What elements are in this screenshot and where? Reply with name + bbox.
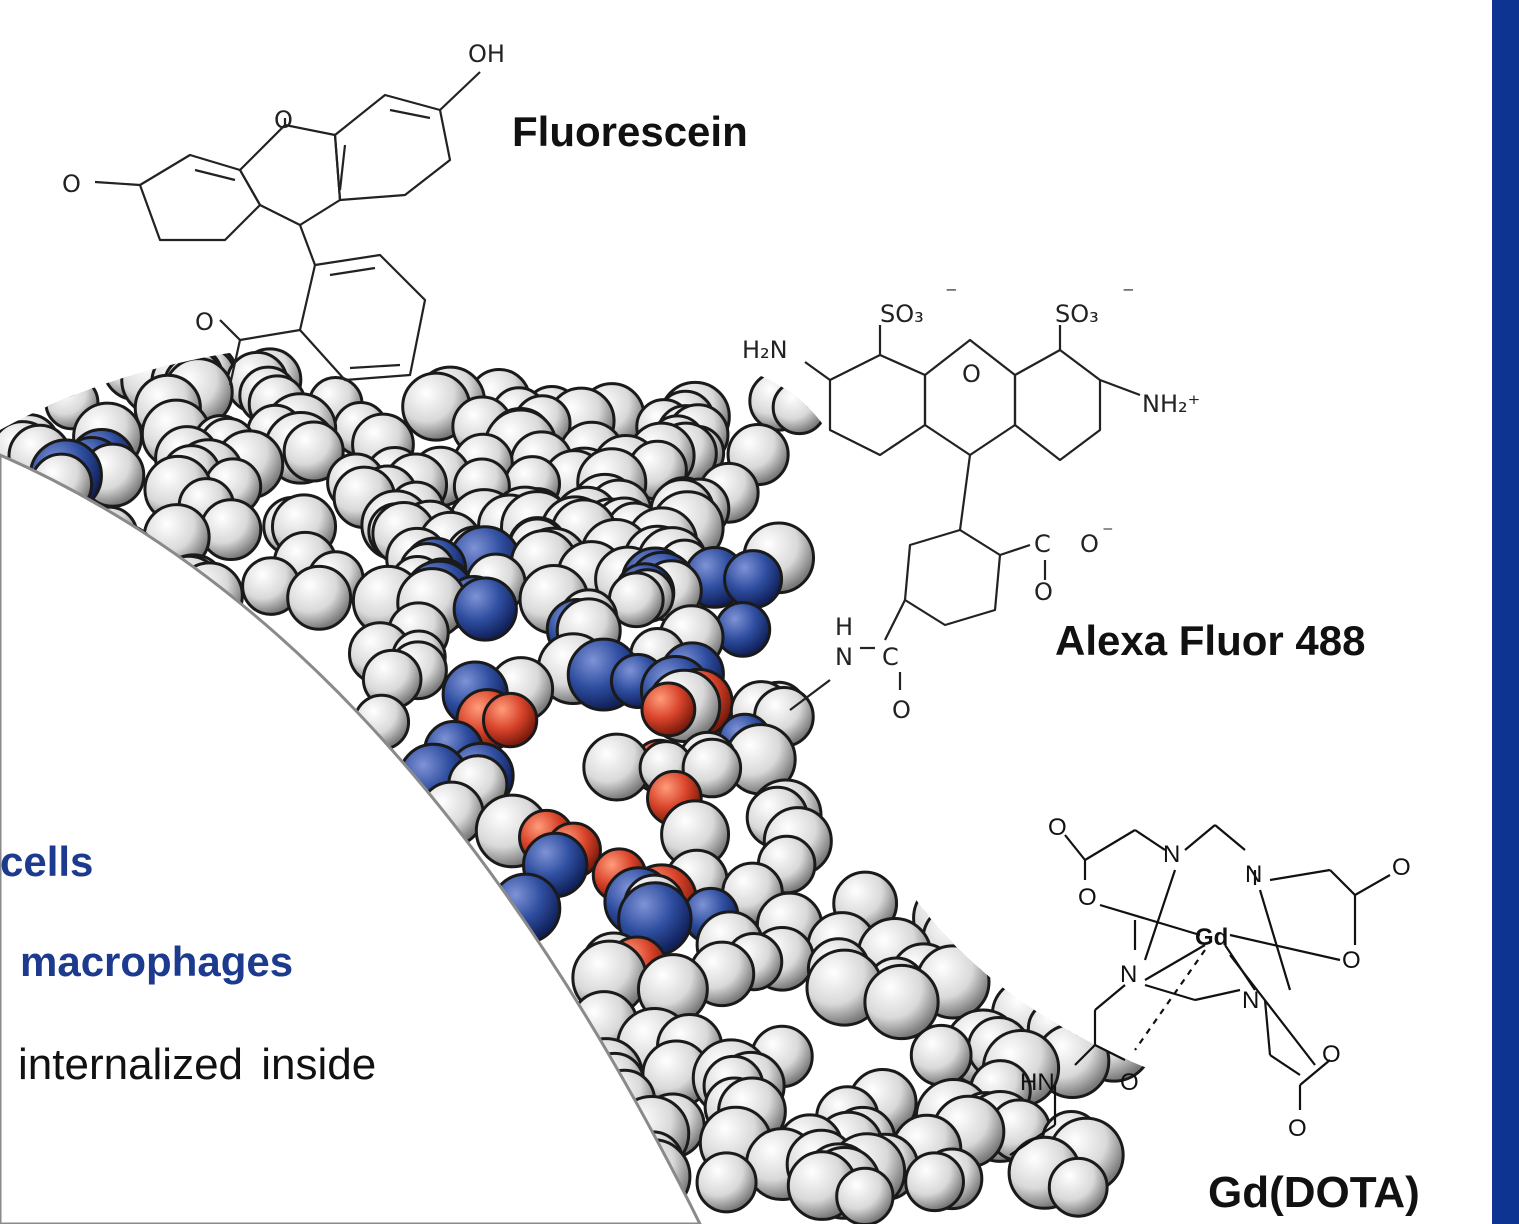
charge-minus-left: ⁻ — [945, 280, 958, 308]
atom-hn-dota: HN — [1020, 1069, 1055, 1096]
atom-nh2-plus: NH₂⁺ — [1142, 390, 1200, 418]
fluorescein-structure — [94, 71, 481, 386]
bullet-line-macrophages: macrophages — [20, 938, 294, 985]
atom-so3-left: SO₃ — [880, 300, 924, 328]
charge-minus-carboxyl: ⁻ — [1102, 521, 1114, 546]
label-gd-dota: Gd(DOTA) — [1208, 1168, 1420, 1217]
protein-atom-sphere — [723, 549, 784, 610]
protein-atom-sphere — [909, 1023, 973, 1087]
label-fluorescein: Fluorescein — [512, 108, 748, 155]
atom-o-dota-5: O — [1120, 1069, 1139, 1096]
atom-c-carboxyl: C — [1034, 530, 1051, 558]
atom-oh: OH — [468, 40, 505, 68]
atom-n-dota-2: N — [1245, 861, 1262, 888]
atom-gd: Gd — [1195, 924, 1228, 951]
protein-atom-sphere — [1049, 937, 1125, 1012]
protein-atom-sphere — [960, 896, 1026, 962]
atom-o-ketone: O — [62, 170, 81, 198]
atom-o-carboxyl: O — [1034, 578, 1053, 606]
atom-h-amide: H — [835, 613, 853, 641]
protein-atom-sphere — [481, 691, 539, 749]
protein-atom-sphere — [863, 963, 940, 1041]
atom-o-dota-4: O — [1342, 947, 1361, 974]
atom-n-amide: N — [835, 643, 853, 671]
protein-atom-sphere — [640, 681, 697, 738]
atom-o-dota-2: O — [1392, 854, 1411, 881]
protein-atom-sphere — [18, 338, 84, 399]
protein-atom-sphere — [1012, 879, 1072, 940]
protein-atom-sphere — [959, 874, 1026, 941]
protein-atom-sphere — [452, 576, 518, 642]
protein-atom-sphere — [286, 564, 353, 631]
protein-atom-sphere — [835, 1166, 895, 1224]
atom-o-dota-7: O — [1288, 1115, 1307, 1142]
atom-so3-right: SO₃ — [1055, 300, 1099, 328]
protein-atom-sphere — [714, 601, 772, 658]
slide-curve-panel — [0, 453, 702, 1224]
protein-atom-sphere — [282, 420, 345, 483]
atom-o-xanthene: O — [962, 360, 981, 388]
atom-c-amide: C — [882, 643, 899, 671]
protein-atom-sphere — [1039, 898, 1113, 972]
atom-o-dota-3: O — [1078, 884, 1097, 911]
atom-o-acyl: O — [195, 308, 214, 336]
atom-n-dota-3: N — [1120, 961, 1137, 988]
protein-atom-sphere — [904, 1151, 965, 1213]
atom-o-carboxyl-minus: O — [1080, 530, 1099, 558]
protein-atom-sphere — [1047, 1156, 1109, 1218]
protein-atom-sphere — [771, 379, 828, 436]
atom-n-dota-4: N — [1242, 987, 1259, 1014]
alexa-structure — [789, 325, 1141, 711]
slide-side-accent-bar — [1492, 0, 1519, 1224]
gd-dota-structure — [1009, 824, 1391, 1156]
protein-atom-sphere — [199, 498, 263, 562]
bullet-line-internalized: internalized inside — [18, 1040, 377, 1089]
atom-o-dota-6: O — [1322, 1041, 1341, 1068]
bullet-line-cells: cells — [0, 838, 94, 885]
atom-h2n: H₂N — [742, 336, 788, 364]
atom-n-dota-1: N — [1163, 841, 1180, 868]
charge-minus-right: ⁻ — [1122, 280, 1135, 308]
atom-o-ring: O — [274, 106, 293, 134]
protein-atom-sphere — [695, 1151, 758, 1214]
atom-o-amide: O — [892, 696, 911, 724]
atom-o-dota-1: O — [1048, 814, 1067, 841]
label-alexa-fluor-488: Alexa Fluor 488 — [1055, 617, 1366, 664]
